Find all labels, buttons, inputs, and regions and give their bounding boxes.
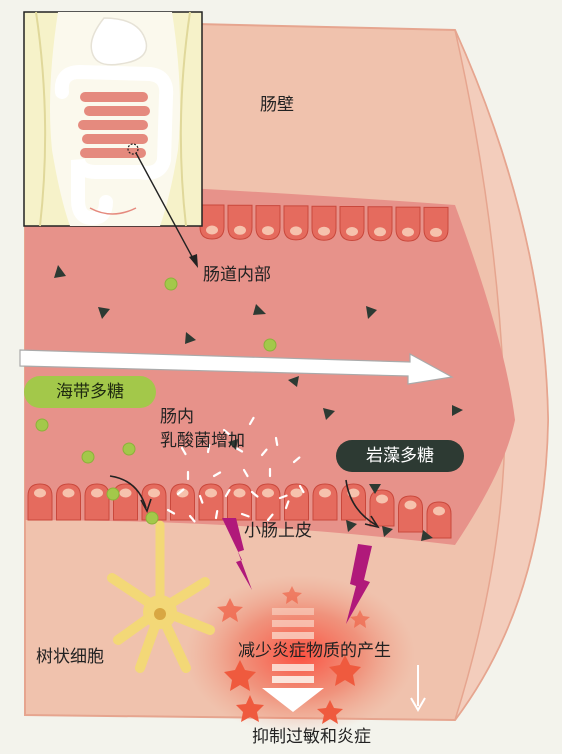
inset-pointer (135, 152, 198, 268)
lower-villi (27, 483, 452, 539)
inflammation-stars (217, 586, 370, 724)
label-lactobacillus-line1: 肠内 (160, 407, 194, 427)
label-intestinal-wall: 肠壁 (260, 95, 294, 115)
label-reduce-inflammatory: 减少炎症物质的产生 (238, 641, 391, 661)
lightning-right (346, 544, 372, 624)
label-lactobacillus-line2: 乳酸菌增加 (160, 431, 245, 451)
label-dendritic-cell: 树状细胞 (36, 647, 104, 667)
label-small-intestine-epithelium: 小肠上皮 (244, 521, 312, 541)
flow-arrow (19, 349, 454, 385)
fucoidan-particles (54, 265, 463, 541)
label-rock-algae-polysaccharide: 岩藻多糖 (336, 440, 464, 472)
lactobacillus (166, 416, 305, 523)
label-intestinal-lumen: 肠道内部 (203, 265, 271, 285)
absorption-arrows (109, 475, 380, 529)
label-kelp-polysaccharide: 海带多糖 (24, 376, 156, 408)
kelp-particles (35, 277, 277, 525)
label-suppress-allergy: 抑制过敏和炎症 (252, 727, 371, 747)
lightning-left (222, 518, 252, 590)
dendritic-cell (107, 520, 215, 673)
wall-cross-section (454, 29, 549, 721)
abdomen-inset (23, 11, 203, 227)
downward-arrow (410, 665, 426, 712)
upper-villi (199, 204, 449, 242)
reduction-arrow (262, 608, 324, 712)
